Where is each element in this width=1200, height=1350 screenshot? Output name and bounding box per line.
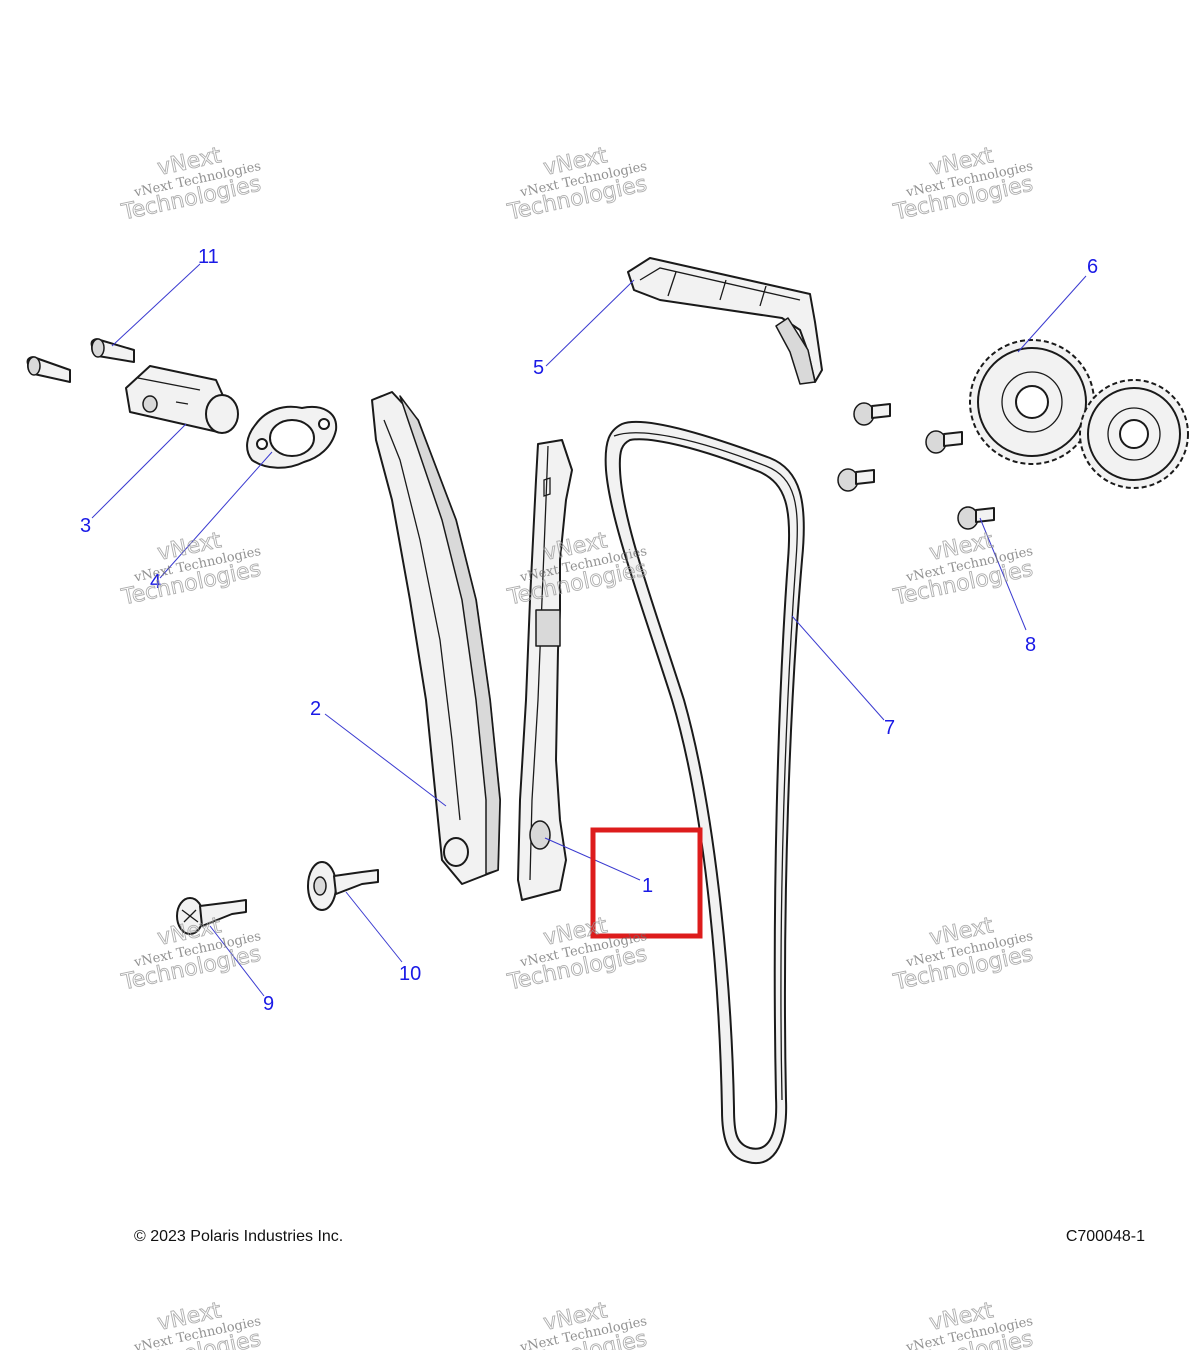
copyright-text: © 2023 Polaris Industries Inc. — [134, 1228, 344, 1245]
callout-11: 11 — [198, 246, 219, 268]
highlight-box — [590, 827, 703, 939]
callout-2: 2 — [310, 698, 321, 720]
part-5-upper-guide — [627, 257, 823, 385]
part-10-pivot-bolt — [307, 861, 379, 911]
leader-4 — [159, 451, 273, 579]
callout-5: 5 — [533, 357, 544, 379]
leader-9 — [209, 925, 265, 997]
part-9-guide-bolt — [176, 897, 247, 935]
leader-11 — [111, 263, 201, 347]
callout-9: 9 — [263, 993, 274, 1015]
figure-id: C700048-1 — [1065, 1228, 1145, 1245]
leader-10 — [345, 891, 403, 963]
leader-3 — [91, 423, 187, 519]
callout-10: 10 — [399, 963, 421, 985]
callout-6: 6 — [1087, 256, 1098, 278]
part-3-tensioner — [125, 365, 239, 434]
part-1-chain-guide — [517, 439, 573, 901]
part-7-timing-chain — [604, 420, 805, 1165]
callout-3: 3 — [80, 515, 91, 537]
leader-5 — [545, 279, 635, 367]
leader-7 — [791, 615, 885, 721]
leader-lines — [91, 263, 1087, 997]
part-11-bolts — [26, 338, 135, 383]
part-8-sprocket-bolts — [837, 402, 995, 530]
leader-2 — [324, 713, 447, 807]
part-6-cam-sprockets — [969, 339, 1189, 489]
part-4-gasket — [246, 405, 338, 469]
leader-8 — [979, 517, 1027, 631]
leader-6 — [1017, 275, 1087, 353]
part-2-tensioner-guide — [371, 391, 501, 885]
callout-4: 4 — [150, 571, 161, 593]
callout-8: 8 — [1025, 634, 1036, 656]
callout-7: 7 — [884, 717, 895, 739]
callout-labels: 1 2 3 4 5 6 7 8 9 10 11 — [80, 246, 1098, 1015]
callout-1: 1 — [642, 875, 653, 897]
